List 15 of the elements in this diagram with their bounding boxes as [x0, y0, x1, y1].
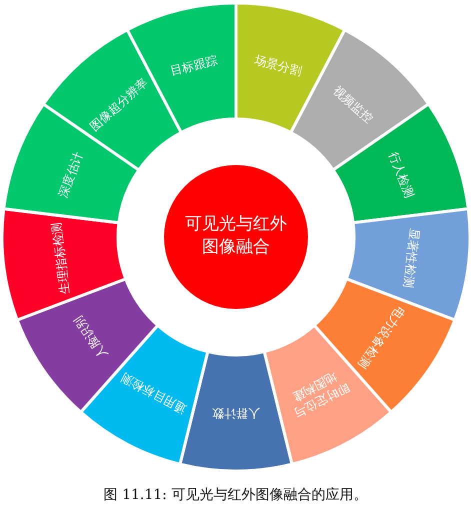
segment-label: 即时定位与地图构建 — [289, 368, 352, 421]
figure-caption: 图 11.11: 可见光与红外图像融合的应用。 — [102, 486, 368, 504]
segment-label: 图像超分辨率 — [86, 74, 152, 136]
segment-label: 深度估计 — [54, 148, 87, 202]
segment-label: 人群计数 — [211, 406, 261, 420]
segment-label: 电力设备检测 — [354, 302, 408, 373]
segment-label: 显著性检测 — [400, 226, 423, 291]
segment-label: 场景分割 — [252, 52, 304, 80]
center-label: 可见光与红外图像融合 — [184, 213, 288, 259]
segment-label: 通用目标检测 — [118, 369, 190, 418]
segment-label: 视频监控 — [329, 82, 377, 128]
segment-label: 行人检测 — [384, 148, 418, 202]
segment-label: 目标跟踪 — [168, 52, 220, 80]
segment-label: 人脸识别 — [70, 312, 112, 363]
segment-label: 生理指标检测 — [48, 220, 74, 297]
